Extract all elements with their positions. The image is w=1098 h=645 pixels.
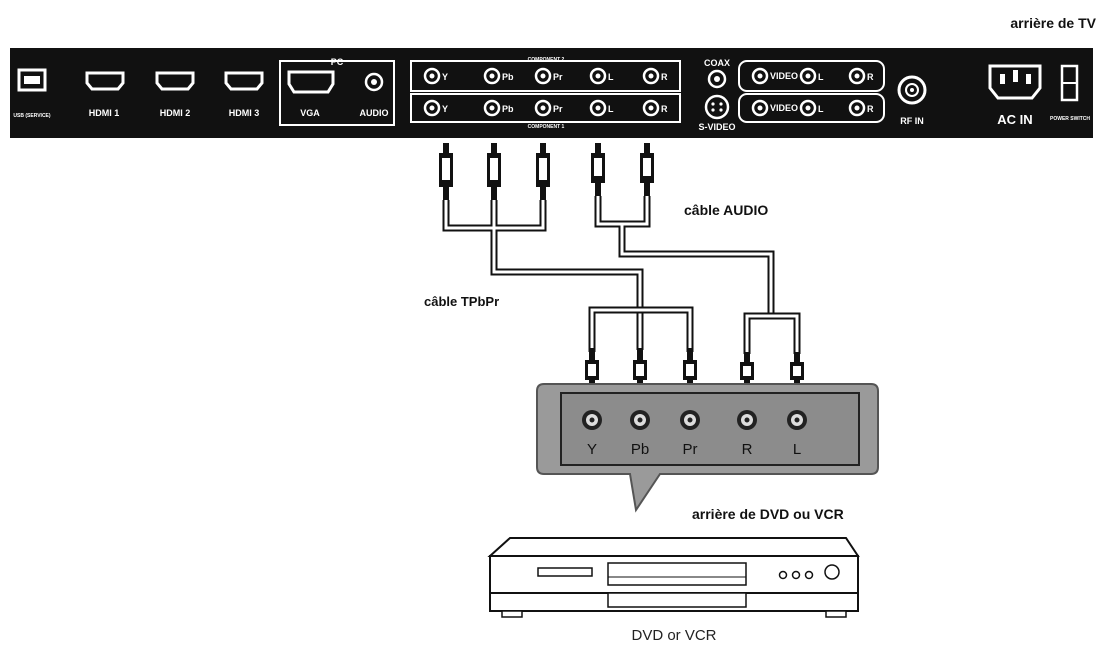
vga-port [287,70,335,94]
svg-text:R: R [661,72,668,82]
svg-text:L: L [818,104,824,114]
rf-in-label: RF IN [900,116,924,126]
svg-text:Pb: Pb [631,441,649,458]
pc-audio-label: AUDIO [360,108,389,118]
coax-label: COAX [704,58,730,68]
usb-port: USB (SERVICE) [13,68,51,119]
svg-text:Y: Y [442,104,448,114]
av-input-group: VIDEO L R VIDEO L R [738,60,885,123]
hdmi-1-label: HDMI 1 [89,108,120,118]
component-cable [442,200,694,352]
svg-text:Pr: Pr [553,72,563,82]
dvd-port-pb: Pb [630,410,650,458]
tv-back-label: arrière de TV [1010,15,1096,31]
component-2-group: COMPONENT 2 Y Pb Pr L R [410,57,681,92]
ypbpr-cable-label: câble TPbPr [424,294,499,309]
svg-text:R: R [742,441,753,458]
svg-text:L: L [793,441,801,458]
hdmi-3-label: HDMI 3 [229,108,260,118]
tv-plug-pb [487,143,501,201]
dvd-back-label: arrière de DVD ou VCR [692,506,844,522]
dvd-back-panel: Y Pb Pr R L [536,383,879,513]
dvd-port-r: R [737,410,757,458]
tv-audio-plugs [591,143,654,197]
dvd-device-label: DVD or VCR [631,627,716,644]
ac-in-port: AC IN [988,64,1042,127]
ac-in-label: AC IN [997,112,1032,127]
dvd-device-drawing [487,537,860,618]
svg-text:Pr: Pr [683,441,698,458]
tv-plug-r [640,143,654,197]
coax-svideo-group: COAX S-VIDEO [698,58,735,132]
svg-text:L: L [608,72,614,82]
vga-label: VGA [300,108,320,118]
svg-text:R: R [867,104,874,114]
svg-text:Y: Y [587,441,597,458]
svg-text:L: L [818,72,824,82]
pc-group: PC VGA AUDIO [279,57,395,126]
audio-cable [594,196,801,354]
dvd-port-pr: Pr [680,410,700,458]
hdmi-port-2: HDMI 2 [155,71,195,118]
component-1-group: COMPONENT 1 Y Pb Pr L R [410,93,681,130]
tv-plug-pr [536,143,550,201]
hdmi-2-label: HDMI 2 [160,108,191,118]
tv-back-panel: USB (SERVICE) HDMI 1 HDMI 2 HDMI 3 PC VG… [10,48,1093,138]
svg-text:VIDEO: VIDEO [770,103,798,113]
component-2-label: COMPONENT 2 [528,57,565,63]
svg-text:Pr: Pr [553,104,563,114]
svg-text:L: L [608,104,614,114]
tv-plug-l [591,143,605,197]
hdmi-port-1: HDMI 1 [85,71,125,118]
rf-in-port: RF IN [897,75,927,126]
power-switch-label: POWER SWITCH [1050,116,1090,122]
usb-label: USB (SERVICE) [13,113,50,119]
component-1-label: COMPONENT 1 [528,124,565,130]
tv-plug-y [439,143,453,201]
svg-text:Y: Y [442,72,448,82]
dvd-port-y: Y [582,410,602,458]
svideo-port [704,94,730,120]
svg-text:R: R [867,72,874,82]
dvd-port-l: L [787,410,807,458]
tv-component-plugs [439,143,550,201]
svg-text:Pb: Pb [502,72,514,82]
svg-text:Pb: Pb [502,104,514,114]
svideo-label: S-VIDEO [698,122,735,132]
power-switch: POWER SWITCH [1050,64,1090,122]
svg-text:VIDEO: VIDEO [770,71,798,81]
hdmi-port-3: HDMI 3 [224,71,264,118]
pc-audio-jack [364,72,384,92]
svg-text:R: R [661,104,668,114]
audio-cable-label: câble AUDIO [684,202,768,218]
pc-group-label: PC [331,57,344,67]
